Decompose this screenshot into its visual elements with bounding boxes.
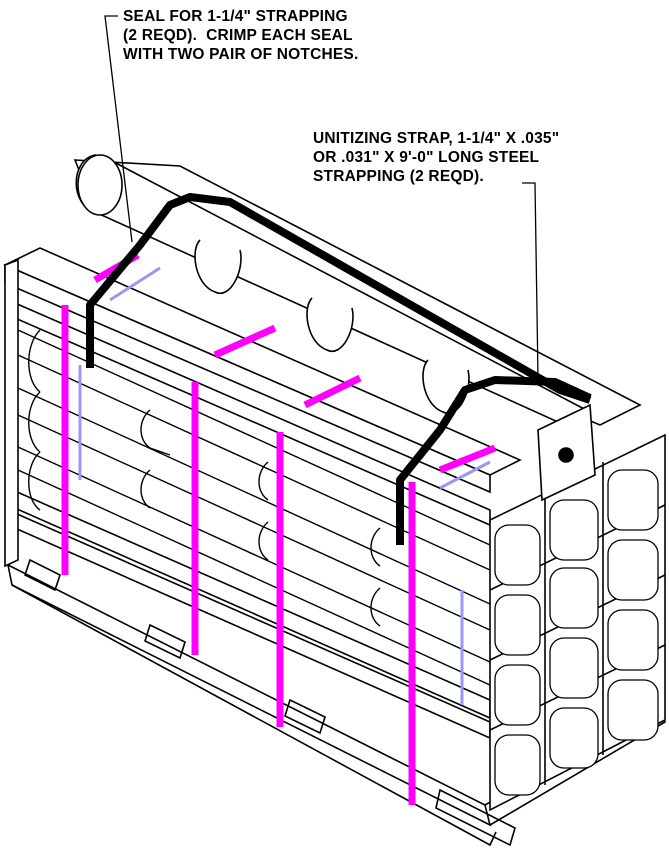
front-frame (3, 247, 522, 740)
strap-callout-line-3: STRAPPING (2 REQD). (313, 168, 484, 185)
strap-callout-line-2: OR .031" X 9'-0" LONG STEEL (313, 149, 540, 166)
seal-callout-line-1: SEAL FOR 1-1/4" STRAPPING (123, 8, 348, 25)
end-view-grid (489, 403, 666, 812)
blue-straps (78, 266, 491, 705)
strap-callout-line-1: UNITIZING STRAP, 1-1/4" X .035" (313, 130, 560, 147)
leader-lines (104, 15, 539, 379)
seal-callout: SEAL FOR 1-1/4" STRAPPING (2 REQD). CRIMP… (123, 7, 358, 64)
strap-callout: UNITIZING STRAP, 1-1/4" X .035" OR .031" … (313, 129, 559, 186)
seal-callout-line-2: (2 REQD). CRIMP EACH SEAL (123, 27, 353, 44)
magenta-straps (61, 251, 497, 805)
seal-callout-line-3: WITH TWO PAIR OF NOTCHES. (123, 46, 359, 63)
top-cylinder (73, 154, 642, 434)
unitizing-straps (86, 193, 592, 545)
